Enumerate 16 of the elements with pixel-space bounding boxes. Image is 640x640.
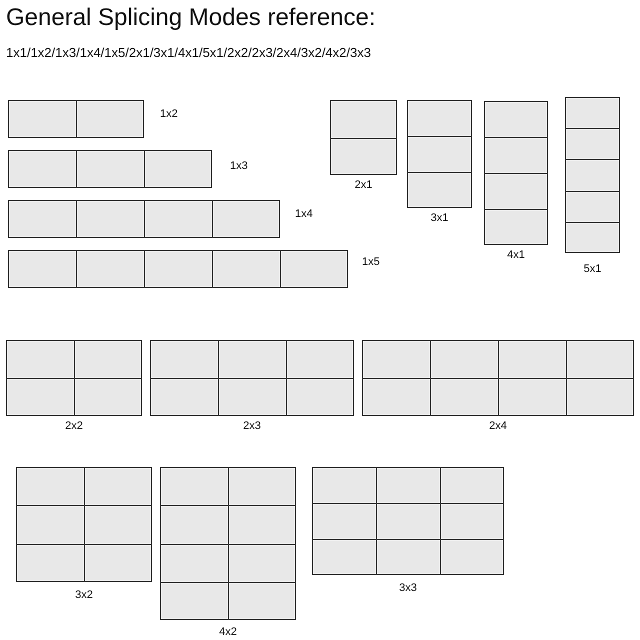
grid-label: 1x3 (230, 160, 248, 173)
grid-label: 2x1 (354, 179, 374, 192)
mode-list: 1x1/1x2/1x3/1x4/1x5/2x1/3x1/4x1/5x1/2x2/2x3/2x4/3x2/4x2/3x3 (6, 45, 371, 60)
grid-label: 2x3 (242, 420, 262, 433)
grid-label: 4x2 (218, 626, 238, 639)
grid-label: 4x1 (506, 249, 526, 262)
grid-label: 1x2 (160, 108, 178, 121)
grid-label: 5x1 (582, 263, 602, 276)
grid-label: 3x1 (430, 212, 450, 225)
grid-label: 3x3 (398, 582, 418, 595)
grid-label: 1x5 (362, 256, 380, 269)
grid-label: 2x4 (488, 420, 508, 433)
grid-label: 1x4 (295, 208, 313, 221)
grid-label: 3x2 (74, 589, 94, 602)
title: General Splicing Modes reference: (6, 4, 376, 32)
grid-label: 2x2 (64, 420, 84, 433)
